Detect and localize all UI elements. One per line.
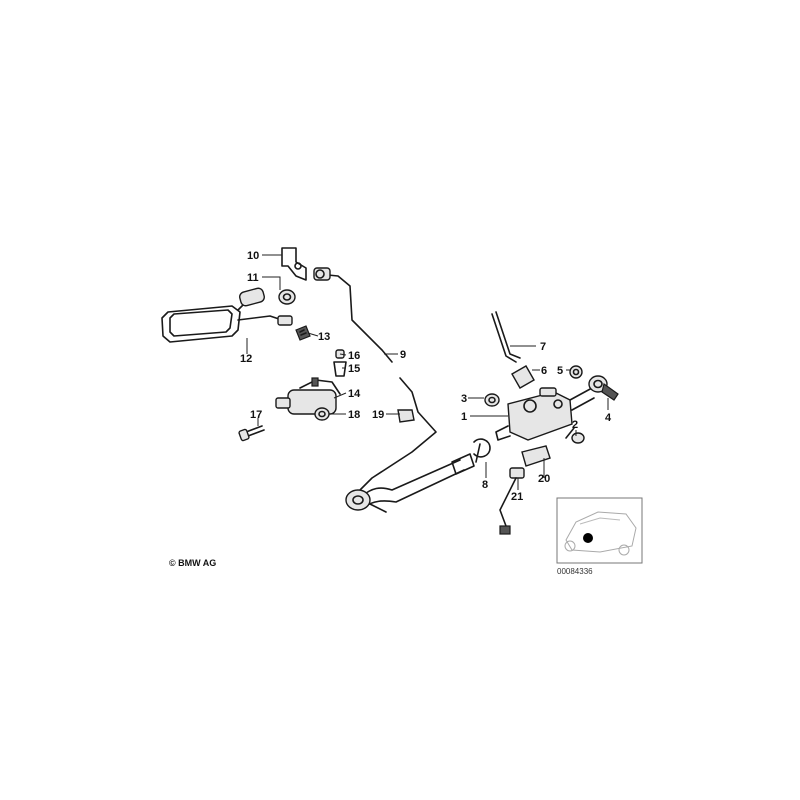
reservoir-hose xyxy=(491,311,521,363)
label-part-18: 18 xyxy=(348,409,360,421)
hex-nut xyxy=(484,393,500,407)
label-part-15: 15 xyxy=(348,363,360,375)
flexible-hose xyxy=(345,453,475,513)
bracket xyxy=(281,247,307,281)
label-part-1: 1 xyxy=(461,411,467,423)
label-part-2: 2 xyxy=(572,419,578,431)
label-part-13: 13 xyxy=(318,331,330,343)
nut xyxy=(314,407,330,421)
bleeder-valve xyxy=(333,349,347,377)
pushrod-clevis xyxy=(569,375,619,411)
label-part-3: 3 xyxy=(461,393,467,405)
label-part-17: 17 xyxy=(250,409,262,421)
washer xyxy=(569,365,583,379)
label-part-11: 11 xyxy=(247,272,259,284)
label-part-4: 4 xyxy=(605,412,612,424)
clutch-line-pipe xyxy=(313,267,437,491)
label-part-19: 19 xyxy=(372,409,384,421)
leader-lines xyxy=(246,254,609,490)
reference-number: 00084336 xyxy=(557,567,593,576)
sensor xyxy=(499,467,525,535)
label-part-12: 12 xyxy=(240,353,252,365)
bolt xyxy=(238,425,265,442)
seal xyxy=(511,365,535,389)
label-part-10: 10 xyxy=(247,250,259,262)
label-part-20: 20 xyxy=(538,473,550,485)
retaining-clip xyxy=(397,409,415,423)
label-part-7: 7 xyxy=(540,341,546,353)
spring-clip xyxy=(473,438,491,463)
reservoir-hose-assembly xyxy=(161,287,293,343)
label-part-21: 21 xyxy=(511,491,523,503)
slave-cylinder xyxy=(275,377,341,415)
bleed-screw xyxy=(295,325,311,341)
label-part-16: 16 xyxy=(348,350,360,362)
label-part-5: 5 xyxy=(557,365,563,377)
copyright-notice: © BMW AG xyxy=(169,558,216,568)
label-part-6: 6 xyxy=(541,365,547,377)
part-labels: 10 11 12 13 16 15 14 17 18 19 9 7 6 5 3 … xyxy=(240,250,612,503)
location-marker xyxy=(583,533,593,543)
label-part-8: 8 xyxy=(482,479,488,491)
label-part-9: 9 xyxy=(400,349,406,361)
label-part-14: 14 xyxy=(348,388,361,400)
clutch-switch xyxy=(521,445,551,467)
master-cylinder xyxy=(495,387,573,441)
mounting-bolt xyxy=(565,427,585,444)
grommet xyxy=(278,289,296,305)
vehicle-locator-inset xyxy=(556,497,643,564)
